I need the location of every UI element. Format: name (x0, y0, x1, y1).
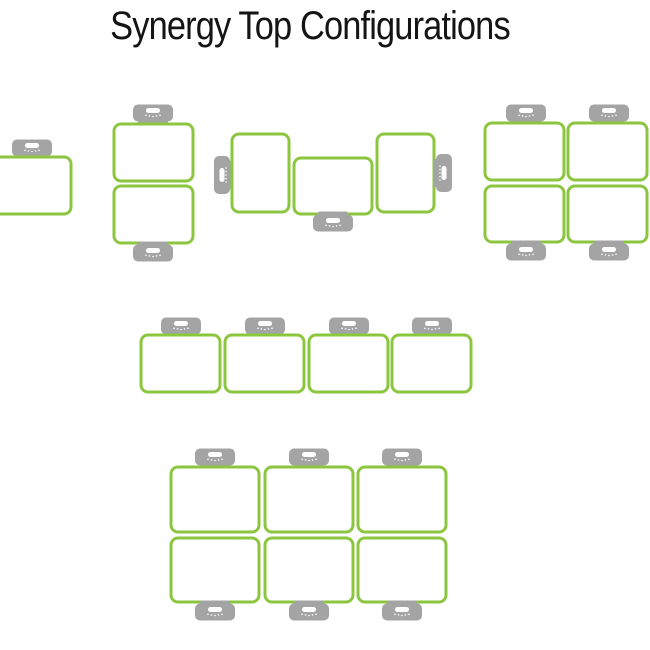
table-top (566, 184, 649, 244)
table-top (566, 121, 649, 182)
chair (195, 448, 235, 469)
table-top (483, 184, 566, 244)
table-top (292, 156, 374, 216)
config-three-by-two (169, 448, 448, 621)
config-row-of-four (139, 317, 473, 394)
config-single (0, 139, 73, 216)
table-top (390, 333, 473, 394)
table-top (169, 465, 261, 534)
table-top (263, 465, 355, 534)
chair (195, 600, 235, 621)
table-top (375, 132, 436, 214)
table-top (307, 333, 390, 394)
chair (289, 600, 329, 621)
table-top (112, 122, 195, 183)
chair (214, 156, 233, 194)
table-top (356, 536, 448, 604)
table-top (223, 333, 306, 394)
table-top (112, 184, 195, 245)
chair (313, 211, 353, 232)
chair (433, 154, 452, 192)
chair (589, 240, 629, 261)
config-two-by-two (483, 104, 649, 261)
table-top (169, 536, 261, 604)
chair (133, 104, 173, 125)
chair (506, 240, 546, 261)
config-u-shape (214, 132, 452, 232)
config-vertical-pair (112, 104, 195, 262)
page-title: Synergy Top Configurations (110, 4, 510, 48)
table-top (139, 333, 222, 394)
table-top (263, 536, 355, 604)
chair (382, 600, 422, 621)
table-top (483, 121, 566, 182)
chair (506, 104, 546, 125)
table-top (356, 465, 448, 534)
chair (133, 241, 173, 262)
table-top (230, 132, 291, 214)
table-top (0, 155, 73, 216)
